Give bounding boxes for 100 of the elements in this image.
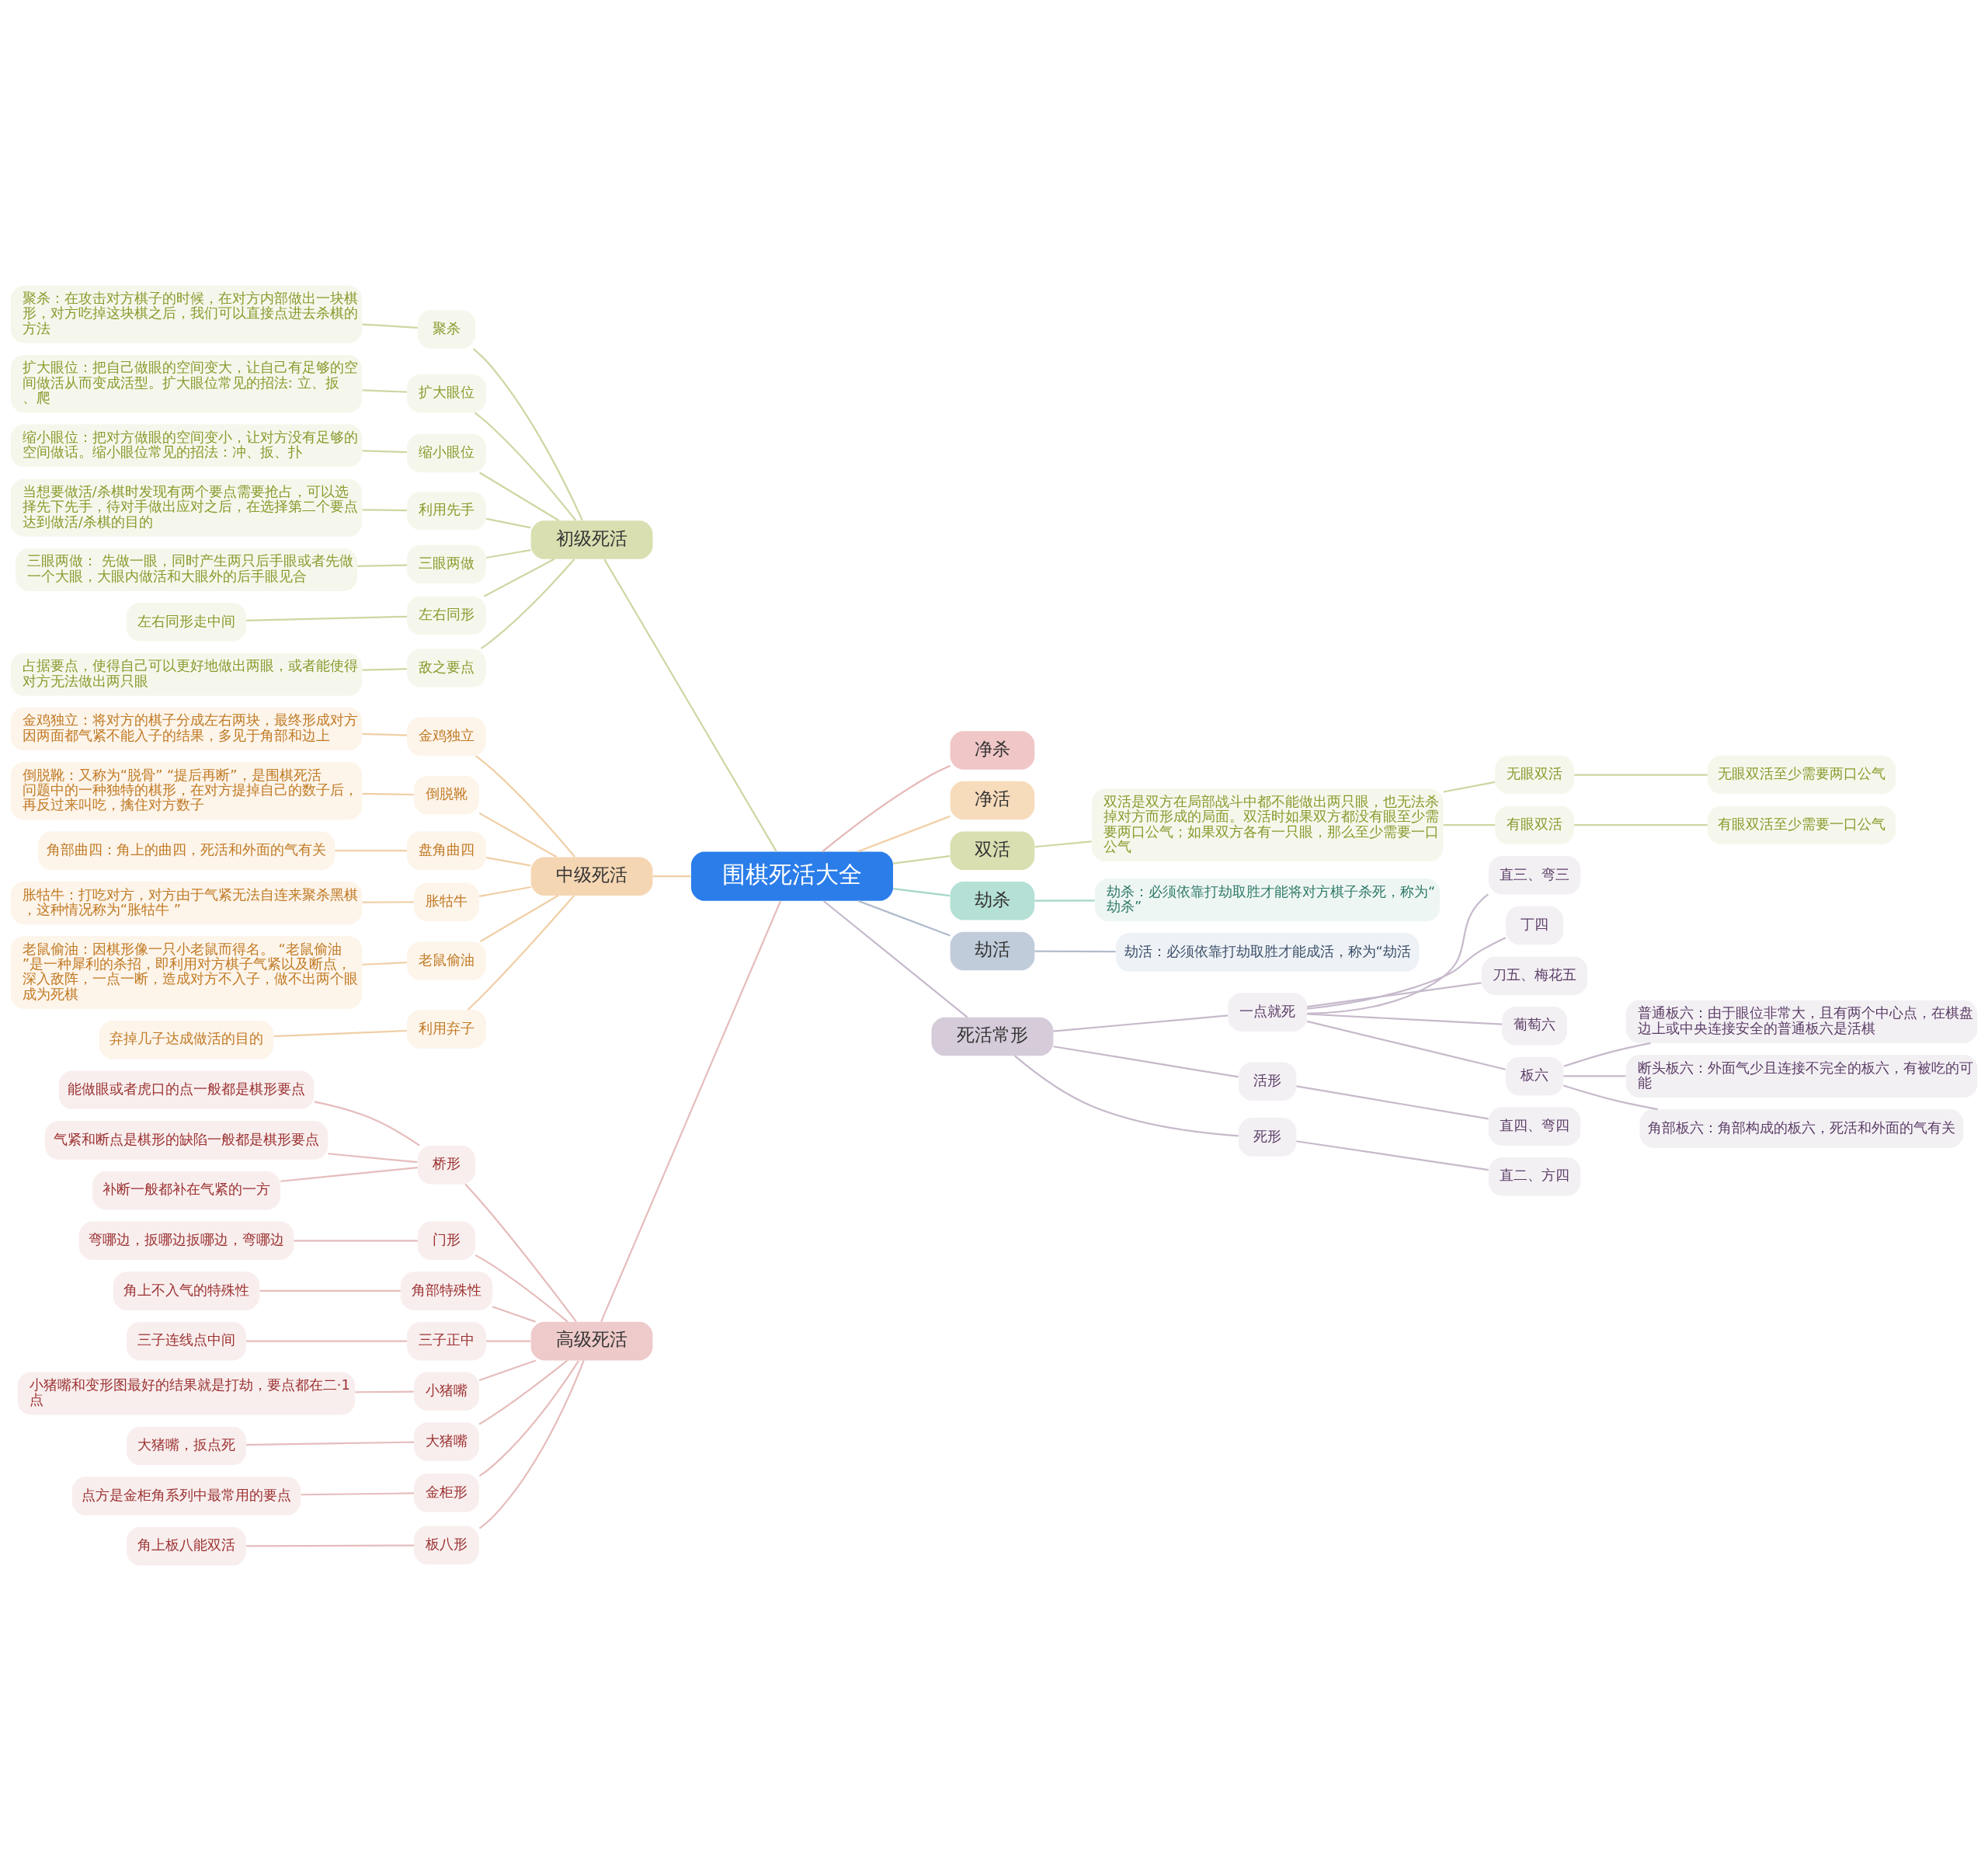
- node-box: 无眼双活至少需要两口公气: [1707, 755, 1896, 795]
- connector: [1574, 824, 1708, 826]
- node-box: 死活常形: [931, 1017, 1054, 1056]
- connector: [1053, 1014, 1229, 1032]
- node-box: 老鼠偷油：因棋形像一只小老鼠而得名。 “老鼠偷油”是一种犀利的杀招，即利用对方棋子气紧以及断点，深入敌阵，一点一断，造成对方不入子，做不出两个眼成为死棋: [10, 936, 363, 1009]
- node-box: 直四、弯四: [1488, 1107, 1581, 1146]
- node-box: 倒脱靴：又称为“脱骨” “提后再断”，是围棋死活问题中的一种独特的棋形，在对方提掉自己的数子后，再反过来叫吃，擒住对方数子: [10, 762, 363, 820]
- connector: [479, 471, 560, 521]
- node-box: 老鼠偷油: [407, 941, 486, 980]
- connector: [857, 899, 951, 937]
- connector: [478, 1359, 585, 1529]
- connector: [464, 1183, 577, 1323]
- connector: [301, 1492, 415, 1496]
- connector: [335, 850, 408, 852]
- connector: [246, 1544, 414, 1547]
- connector: [1014, 1055, 1239, 1137]
- connector: [1574, 774, 1708, 776]
- connector: [280, 1167, 418, 1182]
- node-box: 聚杀：在攻击对方棋子的时候，在对方内部做出一块棋形，对方吃掉这块棋之后，我们可以直接点进去杀棋的方法: [10, 285, 363, 343]
- node-box: 角上不入气的特殊性: [113, 1272, 260, 1310]
- node-box: 金柜形: [414, 1473, 479, 1512]
- connector: [362, 389, 407, 393]
- node-box: 大猪嘴，扳点死: [127, 1426, 247, 1466]
- connector: [486, 857, 531, 867]
- connector: [480, 558, 575, 649]
- node-box: 刀五、梅花五: [1481, 956, 1588, 995]
- node-box: 左右同形走中间: [127, 603, 247, 642]
- connector: [1034, 840, 1092, 848]
- node-box: 利用弃子: [407, 1010, 486, 1049]
- node-box: 左右同形: [407, 596, 486, 635]
- node-box: 敌之要点: [407, 649, 486, 687]
- node-box: 角上板八能双活: [127, 1527, 247, 1566]
- node-box: 三眼两做: [407, 545, 486, 584]
- connector: [478, 812, 558, 858]
- connector: [246, 1441, 414, 1446]
- connector: [362, 962, 407, 966]
- node-box: 大猪嘴: [414, 1422, 479, 1461]
- node-box: 有眼双活至少需要一口公气: [1707, 805, 1896, 844]
- node-box: 三子正中: [407, 1321, 486, 1361]
- connector: [1034, 899, 1095, 902]
- connector: [467, 895, 575, 1011]
- node-box: 劫杀: [950, 882, 1035, 920]
- node-box: 初级死活: [530, 520, 653, 559]
- connector: [362, 732, 407, 736]
- connector: [1307, 893, 1489, 1014]
- node-box: 葡萄六: [1502, 1007, 1567, 1046]
- node-box: 门形: [417, 1221, 476, 1261]
- connector: [474, 1254, 568, 1323]
- connector: [483, 558, 555, 597]
- node-box: 弯哪边，扳哪边扳哪边，弯哪边: [78, 1221, 294, 1261]
- node-box: 缩小眼位: [407, 433, 486, 473]
- connector: [246, 1340, 407, 1342]
- node-box: 小猪嘴: [414, 1372, 479, 1411]
- connector: [362, 509, 407, 512]
- connector: [355, 1390, 414, 1393]
- node-box: 角部板六：角部构成的板六，死活和外面的气有关: [1639, 1109, 1964, 1148]
- node-box: 点方是金柜角系列中最常用的要点: [71, 1477, 301, 1515]
- node-box: 净杀: [950, 731, 1035, 770]
- connector: [475, 755, 575, 858]
- node-box: 劫活：必须依靠打劫取胜才能成活，称为“劫活: [1115, 933, 1420, 972]
- connector: [1443, 824, 1496, 826]
- node-box: 直三、弯三: [1488, 856, 1581, 895]
- connector: [474, 412, 577, 521]
- node-box: 当想要做活/杀棋时发现有两个要点需要抢占，可以选择先下先手，待对手做出应对之后，在选择第二个要点达到做活/杀棋的目的: [10, 478, 363, 537]
- connector: [1296, 1140, 1489, 1171]
- node-box: 三眼两做： 先做一眼，同时产生两只后手眼或者先做一个大眼，大眼内做活和大眼外的后手眼见合: [15, 548, 358, 591]
- node-box: 死形: [1239, 1118, 1297, 1157]
- node-box: 补断一般都补在气紧的一方: [92, 1171, 281, 1210]
- node-box: 能做眼或者虎口的点一般都是棋形要点: [58, 1070, 315, 1110]
- node-box: 一点就死: [1228, 993, 1308, 1032]
- node-box: 劫杀：必须依靠打劫取胜才能将对方棋子杀死，称为“劫杀”: [1095, 878, 1441, 921]
- connector: [652, 875, 691, 878]
- connector: [1034, 950, 1116, 953]
- connector: [478, 1360, 580, 1477]
- connector: [892, 888, 951, 897]
- connector: [294, 1240, 418, 1242]
- node-box: 普通板六：由于眼位非常大，且有两个中心点，在棋盘边上或中央连接安全的普通板六是活棋: [1625, 1000, 1978, 1043]
- node-box: 板八形: [414, 1526, 479, 1565]
- connector: [1307, 982, 1482, 1008]
- node-box: 板六: [1505, 1056, 1564, 1096]
- connector: [362, 668, 407, 671]
- node-box: 中级死活: [530, 857, 653, 896]
- node-box: 角部特殊性: [400, 1272, 493, 1310]
- node-box: 利用先手: [407, 492, 486, 531]
- connector: [362, 450, 407, 454]
- connector: [1053, 1046, 1239, 1078]
- node-box: 三子连线点中间: [127, 1321, 247, 1361]
- node-box: 盘角曲四: [407, 831, 486, 870]
- connector: [357, 564, 408, 567]
- connector: [1296, 1085, 1489, 1120]
- node-box: 缩小眼位：把对方做眼的空间变小，让对方没有足够的空间做话。缩小眼位常见的招法：冲、扳、扑: [10, 424, 363, 468]
- node-box: 倒脱靴: [414, 775, 479, 815]
- connector: [603, 558, 777, 852]
- connector: [1306, 1020, 1506, 1070]
- connector: [1306, 937, 1507, 1010]
- node-box: 气紧和断点是棋形的缺陷一般都是棋形要点: [44, 1121, 328, 1160]
- connector: [246, 615, 407, 622]
- connector: [478, 1359, 537, 1381]
- connector: [492, 1306, 536, 1323]
- node-box: 直二、方四: [1488, 1157, 1581, 1196]
